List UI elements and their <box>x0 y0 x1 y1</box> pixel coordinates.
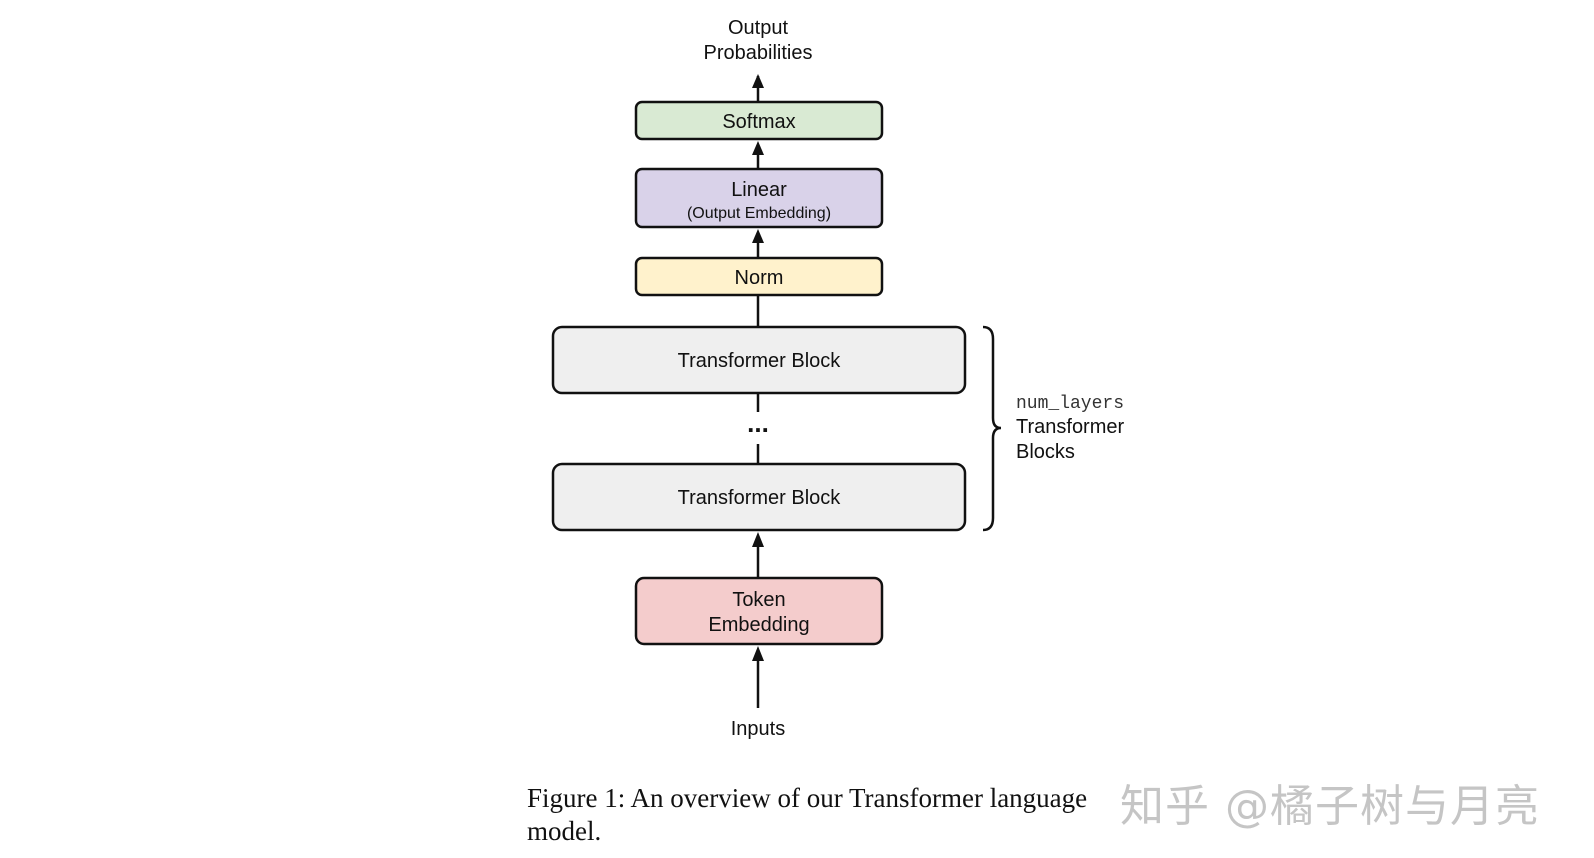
softmax-label: Softmax <box>722 111 795 133</box>
num-layers-code: num_layers <box>1016 394 1124 414</box>
output-label-line-2: Probabilities <box>704 42 813 64</box>
inputs-label: Inputs <box>731 718 785 740</box>
arrowhead-block <box>752 532 764 547</box>
token-embedding-label-line-2: Embedding <box>708 614 809 636</box>
brace-text-line-1: Transformer <box>1016 416 1125 438</box>
transformer-block-top <box>551 325 967 395</box>
ellipsis-label: ... <box>747 408 769 438</box>
arrowhead-embedding <box>752 646 764 661</box>
token-embedding-box <box>634 576 884 646</box>
transformer-block-bottom-label: Transformer Block <box>678 487 842 509</box>
token-embedding-label-line-1: Token <box>732 589 785 611</box>
output-label-line-1: Output <box>728 17 788 39</box>
brace-text-line-2: Blocks <box>1016 441 1075 463</box>
arrowhead-output <box>752 74 764 88</box>
watermark: 知乎 @橘子树与月亮 <box>1120 781 1540 832</box>
linear-sublabel: (Output Embedding) <box>687 205 831 222</box>
arrowhead-softmax <box>752 141 764 155</box>
layers-brace <box>982 325 1002 532</box>
transformer-block-top-label: Transformer Block <box>678 350 842 372</box>
norm-label: Norm <box>735 267 784 289</box>
arrowhead-linear <box>752 229 764 243</box>
figure-caption: Figure 1: An overview of our Transformer… <box>527 783 1088 846</box>
softmax-box <box>634 100 884 141</box>
transformer-block-bottom <box>551 462 967 532</box>
linear-label: Linear <box>731 179 787 201</box>
linear-box <box>634 167 884 229</box>
norm-box <box>634 256 884 297</box>
